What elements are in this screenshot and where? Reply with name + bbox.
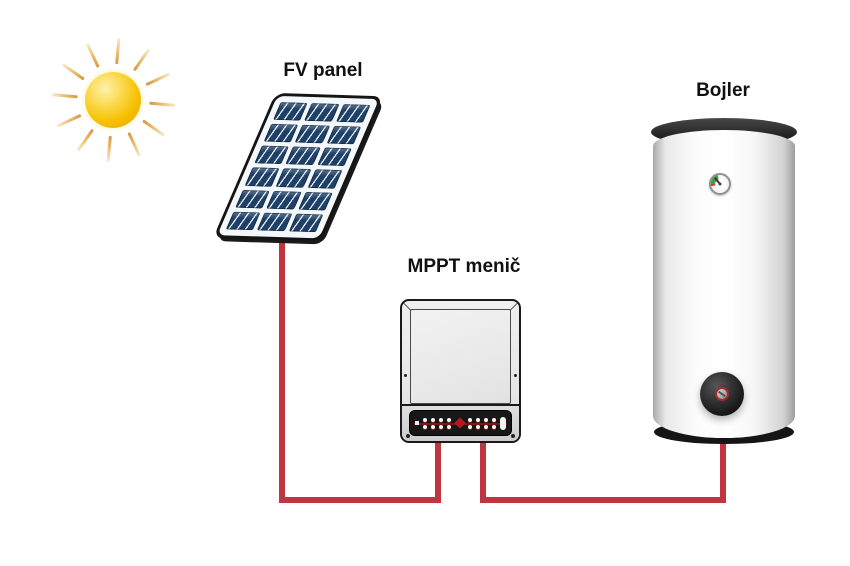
connector-pin [467,424,472,429]
solar-cell [307,169,343,189]
solar-cell [225,211,261,231]
solar-cell [235,189,271,209]
solar-cell [304,103,340,122]
sun-ray [126,131,141,157]
connector-pin [423,417,428,422]
gauge-face [714,177,726,190]
wire-boiler-drop [720,444,726,503]
mppt-inverter-illustration [400,299,521,443]
inverter-front-panel [410,309,511,404]
connector-pin [423,424,428,429]
inverter-terminal-strip [402,404,519,441]
connector-pin [439,417,444,422]
sun-ray [61,63,85,81]
sun-ray [76,128,94,152]
temperature-gauge-icon [709,173,731,195]
connector-pin [431,417,436,422]
connector-pin [475,424,480,429]
connector-pin [431,424,436,429]
boiler-label: Bojler [696,80,750,101]
sun-ray [132,48,150,72]
heater-port-icon [700,372,744,416]
solar-cell [285,146,321,166]
solar-cell [294,124,330,144]
connector-pin [491,417,496,422]
sun-ray [144,72,170,87]
screw-icon [511,434,515,438]
connector-pin [475,417,480,422]
connector-pin [447,424,452,429]
pin-group-right [467,417,496,429]
connector-pin [439,424,444,429]
solar-cell [263,123,299,143]
solar-cell [316,147,352,167]
solar-cell [266,190,302,210]
sun-ray [51,93,78,99]
wire-inverter-left-drop [435,443,441,503]
connector-pin [447,417,452,422]
solar-cell [297,191,333,211]
sun-ray [114,38,120,65]
boiler-tank-body [653,130,795,438]
solar-cell [288,213,324,233]
sun-ray [56,113,82,128]
connector-pin [483,417,488,422]
terminal-pill [500,416,506,430]
port-screw-icon [717,389,727,399]
solar-cell [335,104,371,123]
wire-inverter-right-drop [480,443,486,503]
screw-icon [406,434,410,438]
solar-cell [275,168,312,188]
diamond-indicator [453,417,466,429]
connector-pin [491,424,496,429]
terminal-square [415,421,419,425]
inverter-label: MPPT menič [407,256,521,277]
screw-slot [718,390,726,397]
connector-pin [483,424,488,429]
wire-panel-down [279,240,285,503]
solar-panel-illustration [213,92,384,242]
terminal-block [409,410,512,436]
solar-cell [244,167,280,187]
screw-icon [404,374,407,377]
solar-cell [272,102,308,121]
gauge-center-dot [718,182,722,186]
solar-cell [254,145,290,165]
sun-ray [148,101,175,107]
sun-ray [141,119,165,137]
wire-inverter-to-boiler [480,497,726,503]
solar-cell [257,212,293,232]
connector-pin [467,417,472,422]
wire-panel-to-inverter [279,497,441,503]
solar-cell [326,125,362,145]
panel-label: FV panel [283,60,363,81]
boiler-illustration [651,118,797,448]
sun-ray [85,43,100,69]
pin-group-left [423,417,452,429]
screw-icon [514,374,517,377]
sun-disc [85,72,141,128]
sun-ray [106,135,112,162]
